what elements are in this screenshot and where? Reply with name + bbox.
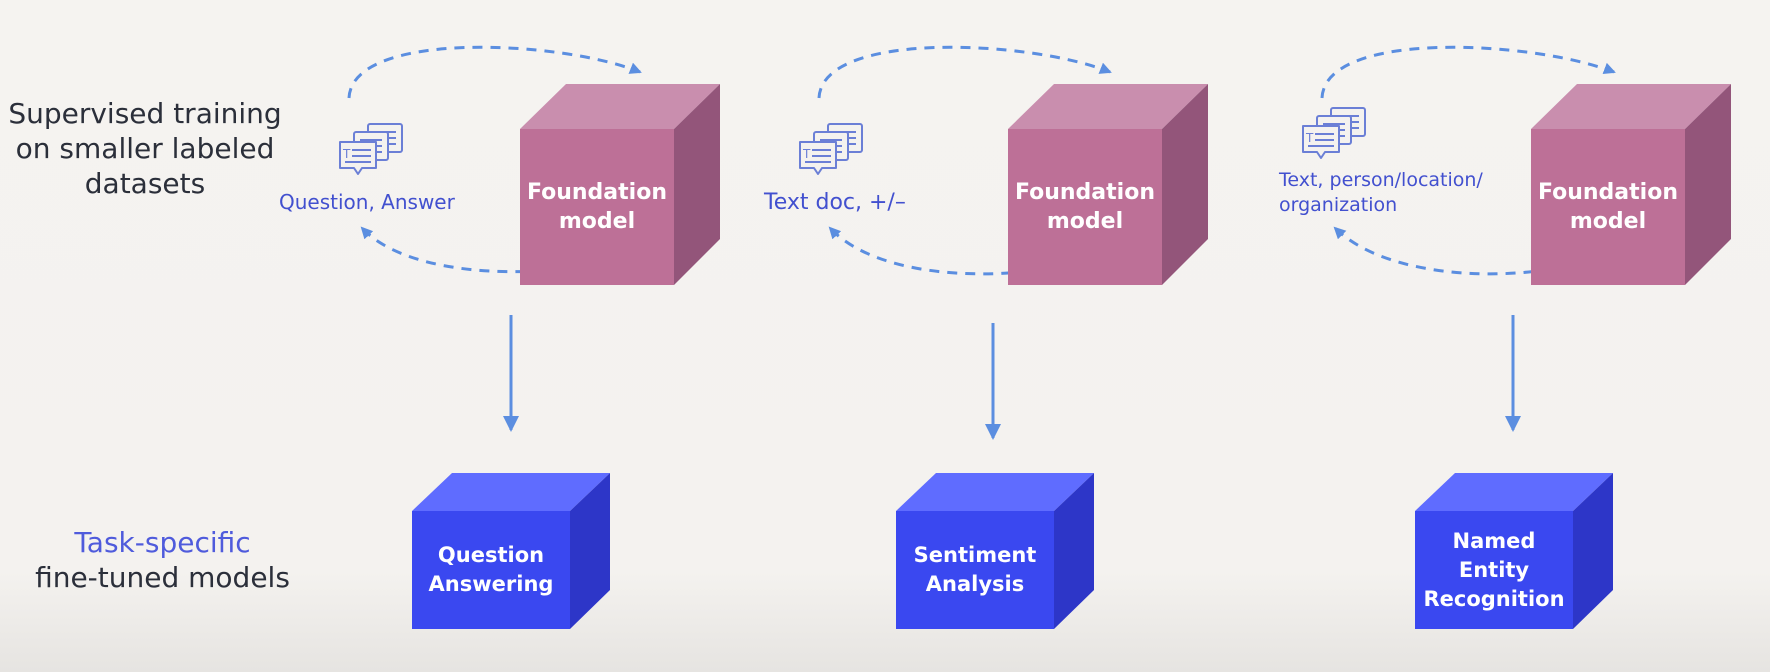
foundation-line-1: Foundation xyxy=(1537,180,1678,205)
training-loop-arrow-top xyxy=(817,45,1112,99)
task-line: Named xyxy=(1452,528,1536,553)
foundation-model-cube xyxy=(1531,84,1731,285)
foundation-model-label-3: Foundation model xyxy=(1531,129,1685,285)
pipeline-2 xyxy=(799,45,1208,629)
task-line: Analysis xyxy=(925,572,1025,596)
task-specific-rest: fine-tuned models xyxy=(35,561,290,594)
supervised-line-1: Supervised training xyxy=(8,97,282,130)
chat-documents-icon xyxy=(1302,107,1366,159)
foundation-model-cube xyxy=(1008,84,1208,285)
dataset-label-2: Text doc, +/– xyxy=(764,190,906,215)
task-model-cube xyxy=(896,473,1094,629)
task-line: Answering xyxy=(428,572,554,596)
task-specific-label: Task-specific fine-tuned models xyxy=(20,525,305,595)
task-line: Sentiment xyxy=(913,543,1037,567)
dataset-label-1: Question, Answer xyxy=(279,190,455,214)
task-line: Question xyxy=(437,543,545,567)
foundation-model-label-2: Foundation model xyxy=(1008,129,1162,285)
task-model-cube xyxy=(1415,473,1613,629)
training-loop-arrow-top xyxy=(347,45,642,99)
dataset-label-3-line-1: Text, person/location/ xyxy=(1279,169,1483,191)
task-specific-accent: Task-specific xyxy=(74,526,251,559)
foundation-line-2: model xyxy=(1569,209,1647,234)
foundation-line-1: Foundation xyxy=(1014,180,1155,205)
chat-documents-icon xyxy=(339,123,403,175)
dataset-label-3: Text, person/location/ organization xyxy=(1279,168,1483,218)
foundation-model-label-1: Foundation model xyxy=(520,129,674,285)
chat-documents-icon xyxy=(799,123,863,175)
supervised-line-2: on smaller labeled xyxy=(15,132,275,165)
dataset-label-3-line-2: organization xyxy=(1279,194,1398,216)
pipeline-1 xyxy=(339,45,720,629)
foundation-line-1: Foundation xyxy=(526,180,667,205)
task-model-cube xyxy=(412,473,610,629)
task-line: Recognition xyxy=(1423,586,1565,611)
pipeline-3 xyxy=(1302,45,1731,629)
foundation-line-2: model xyxy=(1046,209,1124,234)
supervised-training-label: Supervised training on smaller labeled d… xyxy=(0,96,290,201)
foundation-line-2: model xyxy=(558,209,636,234)
training-loop-arrow-top xyxy=(1320,45,1616,99)
task-line: Entity xyxy=(1458,557,1530,582)
supervised-line-3: datasets xyxy=(84,167,206,200)
foundation-model-cube xyxy=(520,84,720,285)
